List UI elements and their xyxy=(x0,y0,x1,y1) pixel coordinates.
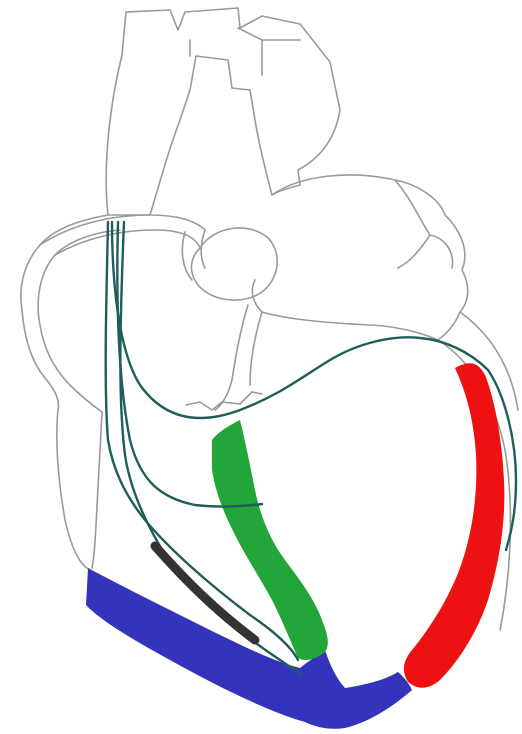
vessel-branch-outline xyxy=(182,230,205,280)
right-ventricle-outline xyxy=(92,412,102,568)
right-atrium-outline xyxy=(21,215,108,570)
apical-region xyxy=(86,568,412,729)
pulmonary-trunk-outline xyxy=(252,175,467,340)
lateral-region xyxy=(404,363,504,688)
septum-outline xyxy=(215,305,262,410)
aortic-arch-outline xyxy=(106,8,340,215)
left-atrium-outline xyxy=(395,180,453,268)
aortic-inner-outline xyxy=(190,28,300,75)
aortic-root-outline xyxy=(191,228,277,300)
lead-left-ventricle xyxy=(112,222,516,550)
